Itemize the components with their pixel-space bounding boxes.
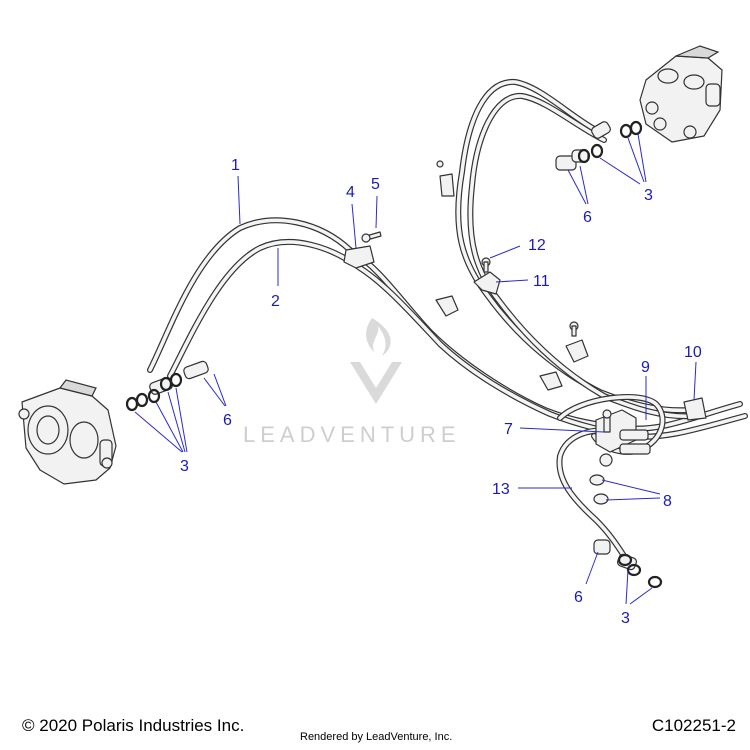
callout-3-rear: 3 bbox=[621, 610, 630, 627]
callout-6-rear: 6 bbox=[574, 589, 583, 606]
clamp-11 bbox=[473, 271, 501, 295]
brake-line-1 bbox=[147, 217, 743, 432]
bracket-4 bbox=[343, 245, 375, 269]
clip-lower bbox=[539, 371, 563, 391]
washers-left bbox=[125, 372, 183, 412]
callout-9: 9 bbox=[641, 359, 650, 376]
callout-7: 7 bbox=[504, 421, 513, 438]
clamp-10 bbox=[683, 397, 707, 421]
watermark-text: LEADVENTURE bbox=[243, 422, 461, 447]
brake-line-13 bbox=[556, 427, 631, 565]
banjo-bolt-left bbox=[149, 360, 209, 395]
callout-8: 8 bbox=[663, 493, 672, 510]
bolt-12 bbox=[481, 257, 491, 273]
callout-4: 4 bbox=[346, 184, 355, 201]
callout-13: 13 bbox=[492, 481, 510, 498]
bolt-5 bbox=[361, 231, 382, 243]
leadventure-watermark: LEADVENTURE bbox=[243, 318, 461, 447]
grommet-8 bbox=[589, 474, 609, 505]
bolt-7 bbox=[602, 409, 612, 433]
brake-line-9 bbox=[557, 393, 666, 455]
callout-3-left: 3 bbox=[180, 458, 189, 475]
callout-3-right: 3 bbox=[644, 187, 653, 204]
callout-1: 1 bbox=[231, 157, 240, 174]
callout-12: 12 bbox=[528, 237, 546, 254]
callout-6-right: 6 bbox=[583, 209, 592, 226]
callout-10: 10 bbox=[684, 344, 702, 361]
leader-lines bbox=[134, 133, 697, 605]
left-brake-caliper bbox=[18, 379, 117, 485]
callout-6-left: 6 bbox=[223, 412, 232, 429]
bracket-upper-small bbox=[436, 160, 455, 197]
washers-right bbox=[577, 120, 643, 164]
rendered-by-text: Rendered by LeadVenture, Inc. bbox=[300, 731, 453, 743]
callouts: 1 2 3 3 3 4 5 6 6 6 7 8 9 10 11 12 13 bbox=[180, 157, 702, 627]
drawing-id: C102251-2 bbox=[651, 716, 736, 735]
callout-11: 11 bbox=[533, 273, 550, 290]
callout-5: 5 bbox=[371, 176, 380, 193]
copyright-text: © 2020 Polaris Industries Inc. bbox=[22, 716, 245, 735]
brake-line-right-upper bbox=[455, 78, 697, 420]
right-brake-caliper bbox=[639, 45, 723, 143]
clip-upper bbox=[435, 295, 459, 317]
callout-2: 2 bbox=[271, 293, 280, 310]
clip-middle bbox=[565, 321, 589, 363]
